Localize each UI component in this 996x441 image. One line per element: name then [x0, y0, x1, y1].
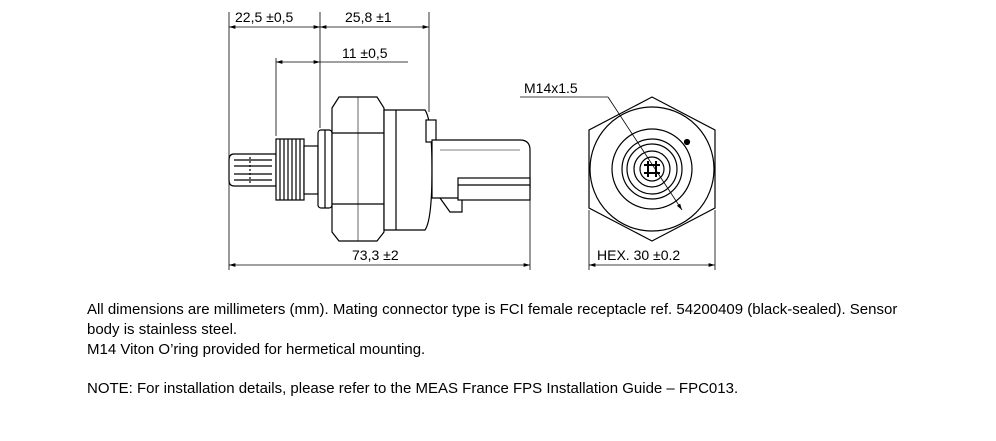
thread-label: M14x1.5	[524, 80, 578, 96]
probe-tip	[228, 153, 277, 187]
hex-chamfer-circle	[589, 106, 715, 232]
hex-body	[331, 96, 385, 242]
oring-collar	[303, 129, 333, 209]
installation-note: NOTE: For installation details, please r…	[87, 380, 739, 397]
dimension-lines-side	[228, 12, 531, 270]
notes-line-1: All dimensions are millimeters (mm). Mat…	[87, 301, 898, 338]
notes-line-2: M14 Viton O’ring provided for hermetical…	[87, 341, 426, 358]
front-view	[588, 96, 716, 242]
dim-label-22-5: 22,5 ±0,5	[235, 9, 293, 25]
sensor-technical-drawing: 22,5 ±0,5 25,8 ±1 11 ±0,5 73,3 ±2 M14x1.…	[228, 9, 716, 270]
hex-label: HEX. 30 ±0.2	[597, 247, 680, 263]
dim-label-25-8: 25,8 ±1	[345, 9, 392, 25]
thread-section	[275, 138, 305, 201]
probe-cross	[644, 161, 660, 177]
alignment-dot	[683, 138, 691, 146]
dim-label-11: 11 ±0,5	[342, 45, 388, 61]
dimension-lines-front	[520, 96, 716, 270]
side-view	[228, 96, 531, 242]
thread-circle	[621, 138, 683, 200]
round-body	[383, 109, 437, 231]
connector	[431, 139, 531, 213]
notes-block: All dimensions are millimeters (mm). Mat…	[87, 300, 917, 399]
hex-outline	[588, 96, 716, 242]
dim-label-73-3: 73,3 ±2	[352, 247, 399, 263]
body-circle	[611, 128, 693, 210]
